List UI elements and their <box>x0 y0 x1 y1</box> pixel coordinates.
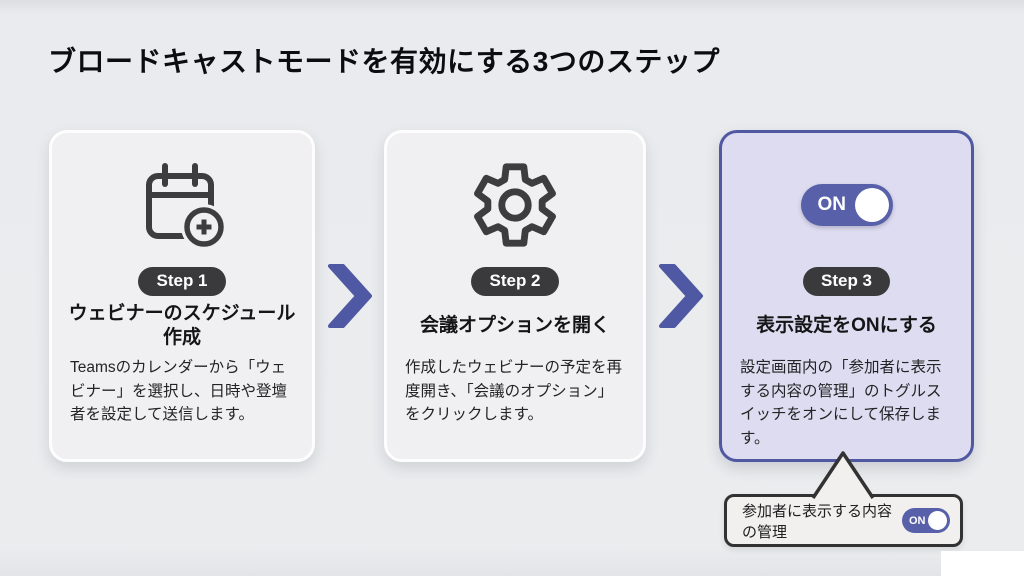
callout-label: 参加者に表示する内容の管理 <box>742 502 893 541</box>
step1-badge: Step 1 <box>138 267 226 296</box>
step3-heading: 表示設定をONにする <box>756 315 937 337</box>
step-card-2: Step 2 会議オプションを開く 作成したウェビナーの予定を再度開き、「会議の… <box>384 130 646 462</box>
step2-icon-area <box>401 151 629 259</box>
corner-white-patch <box>941 551 1024 576</box>
gear-icon <box>474 163 556 247</box>
toggle-knob <box>854 188 889 222</box>
step1-heading: ウェビナーのスケジュール作成 <box>68 303 296 348</box>
toggle-on-label: ON <box>817 194 847 215</box>
step1-description: Teamsのカレンダーから「ウェビナー」を選択し、日時や登壇者を設定して送信しま… <box>70 359 288 424</box>
step3-badge: Step 3 <box>802 267 891 296</box>
step3-description: 設定画面内の「参加者に表示する内容の管理」のトグルスイッチをオンにして保存します… <box>740 359 942 447</box>
calendar-add-icon <box>146 163 227 250</box>
callout-toggle-knob <box>928 511 947 530</box>
chevron-right-icon <box>328 264 372 328</box>
toggle-on-switch[interactable]: ON <box>800 184 893 226</box>
callout-bubble: 参加者に表示する内容の管理 ON <box>724 494 963 547</box>
callout-toggle-on-switch[interactable]: ON <box>902 508 950 533</box>
chevron-right-icon <box>659 264 703 328</box>
step1-icon-area <box>66 151 298 259</box>
step2-badge: Step 2 <box>471 267 559 296</box>
step3-icon-area: ON <box>736 151 957 259</box>
callout-notch <box>811 451 875 499</box>
page-title: ブロードキャストモードを有効にする3つのステップ <box>48 46 720 77</box>
callout-toggle-on-label: ON <box>909 514 926 527</box>
step2-description: 作成したウェビナーの予定を再度開き、「会議のオプション」をクリックします。 <box>405 359 623 424</box>
step-card-3: ON Step 3 表示設定をONにする 設定画面内の「参加者に表示する内容の管… <box>719 130 974 462</box>
step2-heading: 会議オプションを開く <box>419 315 610 337</box>
step-card-1: Step 1 ウェビナーのスケジュール作成 Teamsのカレンダーから「ウェビナ… <box>49 130 315 462</box>
